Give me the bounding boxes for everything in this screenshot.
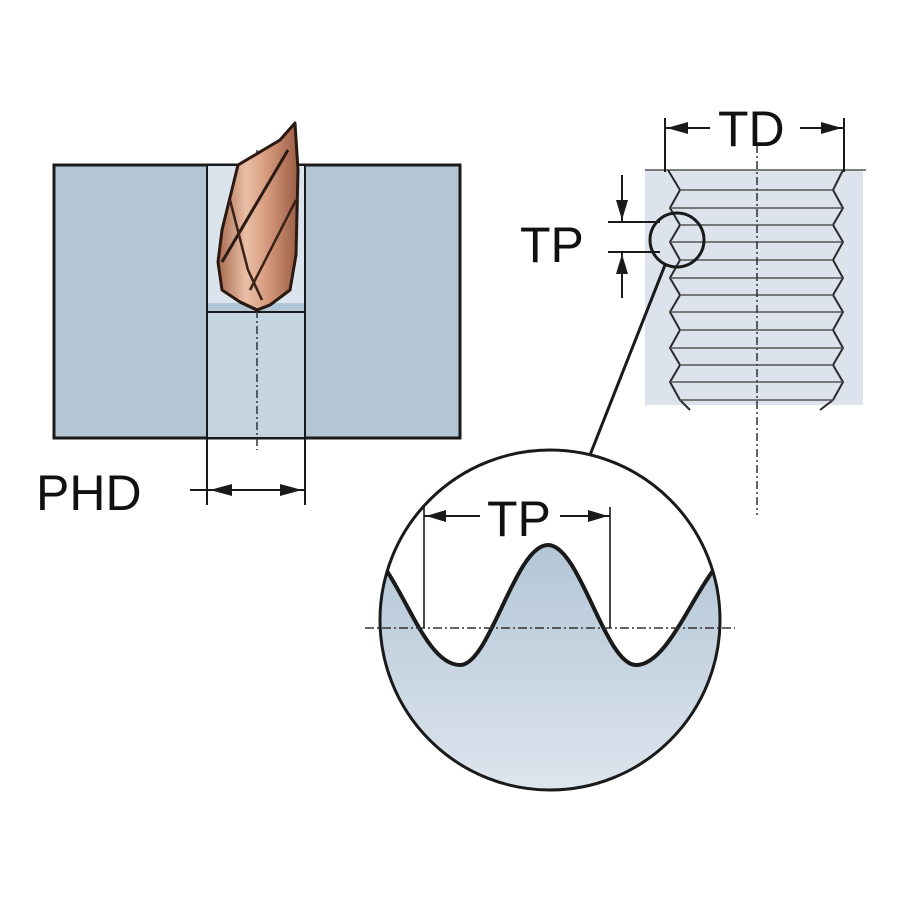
pre-hole-below xyxy=(207,313,305,437)
thread-detail-view: TP xyxy=(365,448,735,792)
detail-callout-circle xyxy=(648,211,706,269)
td-dimension: TD xyxy=(664,101,845,172)
phd-label: PHD xyxy=(36,465,142,521)
threaded-hole-section xyxy=(645,145,866,515)
thread-wave-fill xyxy=(380,545,720,790)
tp-side-dimension: TP xyxy=(520,175,706,456)
td-label: TD xyxy=(718,101,785,157)
thread-wave xyxy=(383,542,717,668)
thread-material xyxy=(645,170,863,405)
drill-icon xyxy=(216,121,300,312)
tp-side-label: TP xyxy=(520,217,584,273)
phd-dimension: PHD xyxy=(36,465,304,521)
tp-detail-label: TP xyxy=(487,491,551,547)
callout-leader xyxy=(588,264,667,456)
